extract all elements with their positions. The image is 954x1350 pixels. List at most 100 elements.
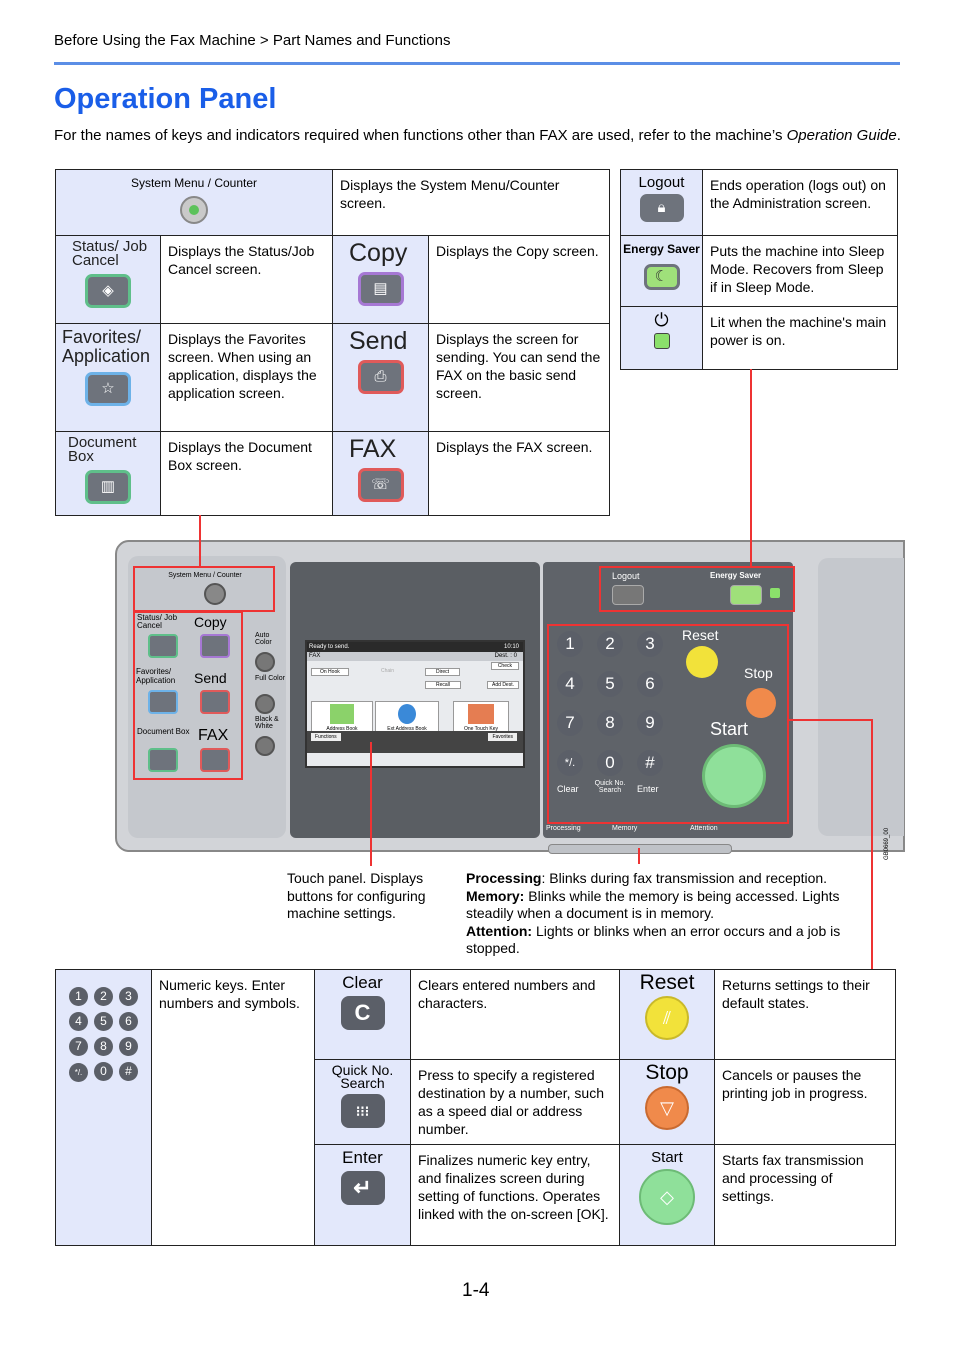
panel-stop-label: Stop [744, 665, 773, 681]
energy-key-cell: Energy Saver ☾ [620, 235, 703, 307]
panel-start-button[interactable] [702, 744, 766, 808]
panel-auto-color-button[interactable] [255, 652, 275, 672]
panel-key-9[interactable]: 9 [637, 710, 663, 736]
panel-stop-button[interactable] [746, 688, 776, 718]
num-key-7: 7 [69, 1037, 88, 1056]
favorites-key-icon: ☆ [85, 372, 131, 406]
screen-chain-button[interactable]: Chain [381, 668, 395, 674]
screen-check-button[interactable]: Check [490, 662, 519, 670]
copy-key-cell: Copy ▤ [332, 235, 429, 324]
address-book-icon [330, 704, 354, 724]
touch-panel[interactable]: Ready to send. 10:10 FAX Dest. : 0 Check… [305, 640, 525, 768]
panel-key-asterisk[interactable]: */. [557, 750, 583, 776]
enter-key-icon: ↵ [340, 1171, 385, 1205]
panel-clear-label: Clear [557, 784, 579, 794]
start-desc: Starts fax transmission and processing o… [714, 1144, 896, 1246]
panel-quickno-label: Quick No. Search [594, 780, 626, 794]
panel-fax-label: FAX [198, 727, 229, 744]
screen-add-dest-button[interactable]: Add Dest. [487, 681, 519, 689]
callout-line-power [750, 369, 752, 567]
right-panel-edge [818, 558, 904, 836]
screen-onhook-button[interactable]: On Hook [311, 668, 349, 676]
quickno-label: Quick No. Search [331, 1062, 394, 1091]
panel-key-hash[interactable]: # [637, 750, 663, 776]
page-title: Operation Panel [54, 83, 277, 115]
panel-key-8[interactable]: 8 [597, 710, 623, 736]
screen-direct-button[interactable]: Direct [425, 668, 461, 676]
callout-box-power-keys [599, 566, 795, 612]
panel-fax-key[interactable] [200, 748, 230, 772]
reset-key-icon: ⫽ [645, 996, 689, 1040]
power-icon: ⏻ [654, 310, 669, 330]
panel-key-7[interactable]: 7 [557, 710, 583, 736]
enter-key-cell: Enter ↵ [314, 1144, 411, 1246]
start-label: Start [651, 1149, 683, 1166]
start-key-icon: ◇ [639, 1169, 695, 1225]
screen-functions-button[interactable]: Functions [311, 733, 341, 741]
callout-box-system-menu [133, 566, 275, 612]
panel-copy-key[interactable] [200, 634, 230, 658]
screen-fax-bar: FAX Dest. : 0 [307, 652, 523, 661]
panel-status-key[interactable] [148, 634, 178, 658]
panel-send-label: Send [194, 670, 227, 686]
reset-desc: Returns settings to their default states… [714, 969, 896, 1060]
globe-icon [398, 704, 416, 724]
copy-label: Copy [349, 239, 408, 267]
power-indicator-icon [653, 333, 670, 349]
panel-bw-button[interactable] [255, 736, 275, 756]
screen-one-touch-button[interactable]: One Touch Key [453, 701, 509, 733]
panel-full-color-button[interactable] [255, 694, 275, 714]
clear-label: Clear [342, 973, 383, 992]
clear-key-cell: Clear C [314, 969, 411, 1060]
panel-docbox-key[interactable] [148, 748, 178, 772]
indicator-strip [548, 844, 732, 854]
callout-box-function-keys [133, 611, 243, 780]
favorites-desc: Displays the Favorites screen. When usin… [160, 323, 333, 432]
figure-id: GB0669_00 [884, 827, 890, 860]
screen-favorites-button[interactable]: Favorites [488, 733, 517, 741]
stop-key-cell: Stop ▽ [619, 1059, 715, 1145]
status-key-cell: Status/ Job Cancel ◈ [55, 235, 161, 324]
panel-key-6[interactable]: 6 [637, 671, 663, 697]
screen-recall-button[interactable]: Recall [425, 681, 461, 689]
num-key-8: 8 [94, 1037, 113, 1056]
panel-memory-label: Memory [612, 825, 638, 832]
panel-full-color-label: Full Color [255, 675, 285, 682]
panel-key-2[interactable]: 2 [597, 631, 623, 657]
panel-favorites-key[interactable] [148, 690, 178, 714]
panel-bw-label: Black & White [255, 716, 279, 730]
energy-label: Energy Saver [623, 242, 700, 256]
logout-key-cell: Logout 🔒︎ [620, 169, 703, 236]
system-menu-label: System Menu / Counter [130, 176, 258, 190]
panel-key-3[interactable]: 3 [637, 631, 663, 657]
quickno-key-icon: ⁝⁝⁝ [340, 1094, 385, 1128]
num-key-3: 3 [119, 987, 138, 1006]
screen-row-3: Address Book Ext Address Book One Touch … [307, 691, 523, 733]
panel-key-5[interactable]: 5 [597, 671, 623, 697]
stop-key-icon: ▽ [645, 1086, 689, 1130]
clear-key-icon: C [340, 996, 385, 1030]
panel-reset-button[interactable] [686, 646, 718, 678]
favorites-key-cell: Favorites/ Application ☆ [55, 323, 161, 432]
panel-energy-button[interactable] [730, 585, 762, 605]
panel-key-1[interactable]: 1 [557, 631, 583, 657]
logout-desc: Ends operation (logs out) on the Adminis… [702, 169, 898, 236]
panel-system-menu-button[interactable] [204, 583, 226, 605]
panel-key-4[interactable]: 4 [557, 671, 583, 697]
stop-desc: Cancels or pauses the printing job in pr… [714, 1059, 896, 1145]
power-keys-table: Logout 🔒︎ Ends operation (logs out) on t… [620, 169, 898, 370]
num-key-hash: # [119, 1062, 138, 1081]
num-key-2: 2 [94, 987, 113, 1006]
screen-ext-address-button[interactable]: Ext Address Book [375, 701, 439, 733]
panel-logout-button[interactable] [612, 585, 644, 605]
panel-docbox-label: Document Box [137, 727, 190, 736]
screen-address-book-button[interactable]: Address Book [311, 701, 373, 733]
copy-desc: Displays the Copy screen. [428, 235, 610, 324]
touch-panel-caption: Touch panel. Displays buttons for config… [287, 870, 426, 921]
panel-copy-label: Copy [194, 614, 227, 630]
panel-favorites-label: Favorites/ Application [136, 667, 176, 685]
fax-key-icon: ☏ [357, 468, 404, 502]
panel-send-key[interactable] [200, 690, 230, 714]
panel-key-0[interactable]: 0 [597, 750, 623, 776]
copy-key-icon: ▤ [357, 272, 404, 306]
